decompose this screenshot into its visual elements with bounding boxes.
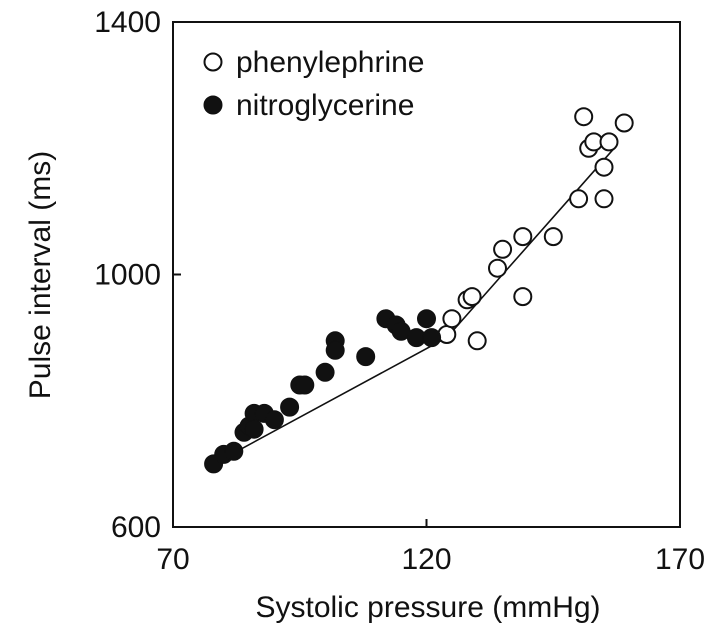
data-point-nitroglycerine xyxy=(422,328,442,348)
data-point-phenylephrine xyxy=(543,227,563,247)
legend: phenylephrine nitroglycerine xyxy=(203,46,424,122)
data-point-nitroglycerine xyxy=(315,362,335,382)
data-point-nitroglycerine xyxy=(356,347,376,367)
data-point-nitroglycerine xyxy=(224,441,244,461)
data-point-nitroglycerine xyxy=(244,419,264,439)
data-point-phenylephrine xyxy=(599,132,619,152)
y-tick-label: 1400 xyxy=(94,6,161,39)
data-point-phenylephrine xyxy=(462,287,482,307)
legend-marker-phenylephrine xyxy=(203,52,223,72)
y-tick-label: 600 xyxy=(111,511,161,544)
data-point-phenylephrine xyxy=(574,107,594,127)
data-point-phenylephrine xyxy=(488,258,507,278)
data-point-nitroglycerine xyxy=(264,410,284,430)
x-tick-label: 70 xyxy=(156,543,189,576)
data-point-nitroglycerine xyxy=(325,340,345,360)
data-point-phenylephrine xyxy=(493,239,513,259)
data-point-nitroglycerine xyxy=(295,375,315,395)
data-point-phenylephrine xyxy=(569,189,589,209)
x-tick-label: 170 xyxy=(655,543,705,576)
data-point-nitroglycerine xyxy=(280,397,300,417)
data-point-phenylephrine xyxy=(513,227,533,247)
x-tick-label: 120 xyxy=(401,543,451,576)
data-point-phenylephrine xyxy=(467,331,487,351)
x-axis-label: Systolic pressure (mmHg) xyxy=(255,591,600,624)
legend-marker-nitroglycerine xyxy=(203,95,223,115)
data-point-nitroglycerine xyxy=(417,309,436,329)
data-point-phenylephrine xyxy=(513,287,533,307)
data-point-phenylephrine xyxy=(594,157,614,177)
y-tick-label: 1000 xyxy=(94,259,161,292)
data-point-phenylephrine xyxy=(594,189,614,209)
data-point-phenylephrine xyxy=(614,113,634,133)
y-axis-label: Pulse interval (ms) xyxy=(24,151,57,399)
data-point-phenylephrine xyxy=(437,325,457,344)
data-point-phenylephrine xyxy=(442,309,462,329)
plot-area: 70 120 170 600 1000 1400 xyxy=(94,6,705,576)
legend-label-nitroglycerine: nitroglycerine xyxy=(236,89,414,122)
legend-label-phenylephrine: phenylephrine xyxy=(236,46,424,79)
